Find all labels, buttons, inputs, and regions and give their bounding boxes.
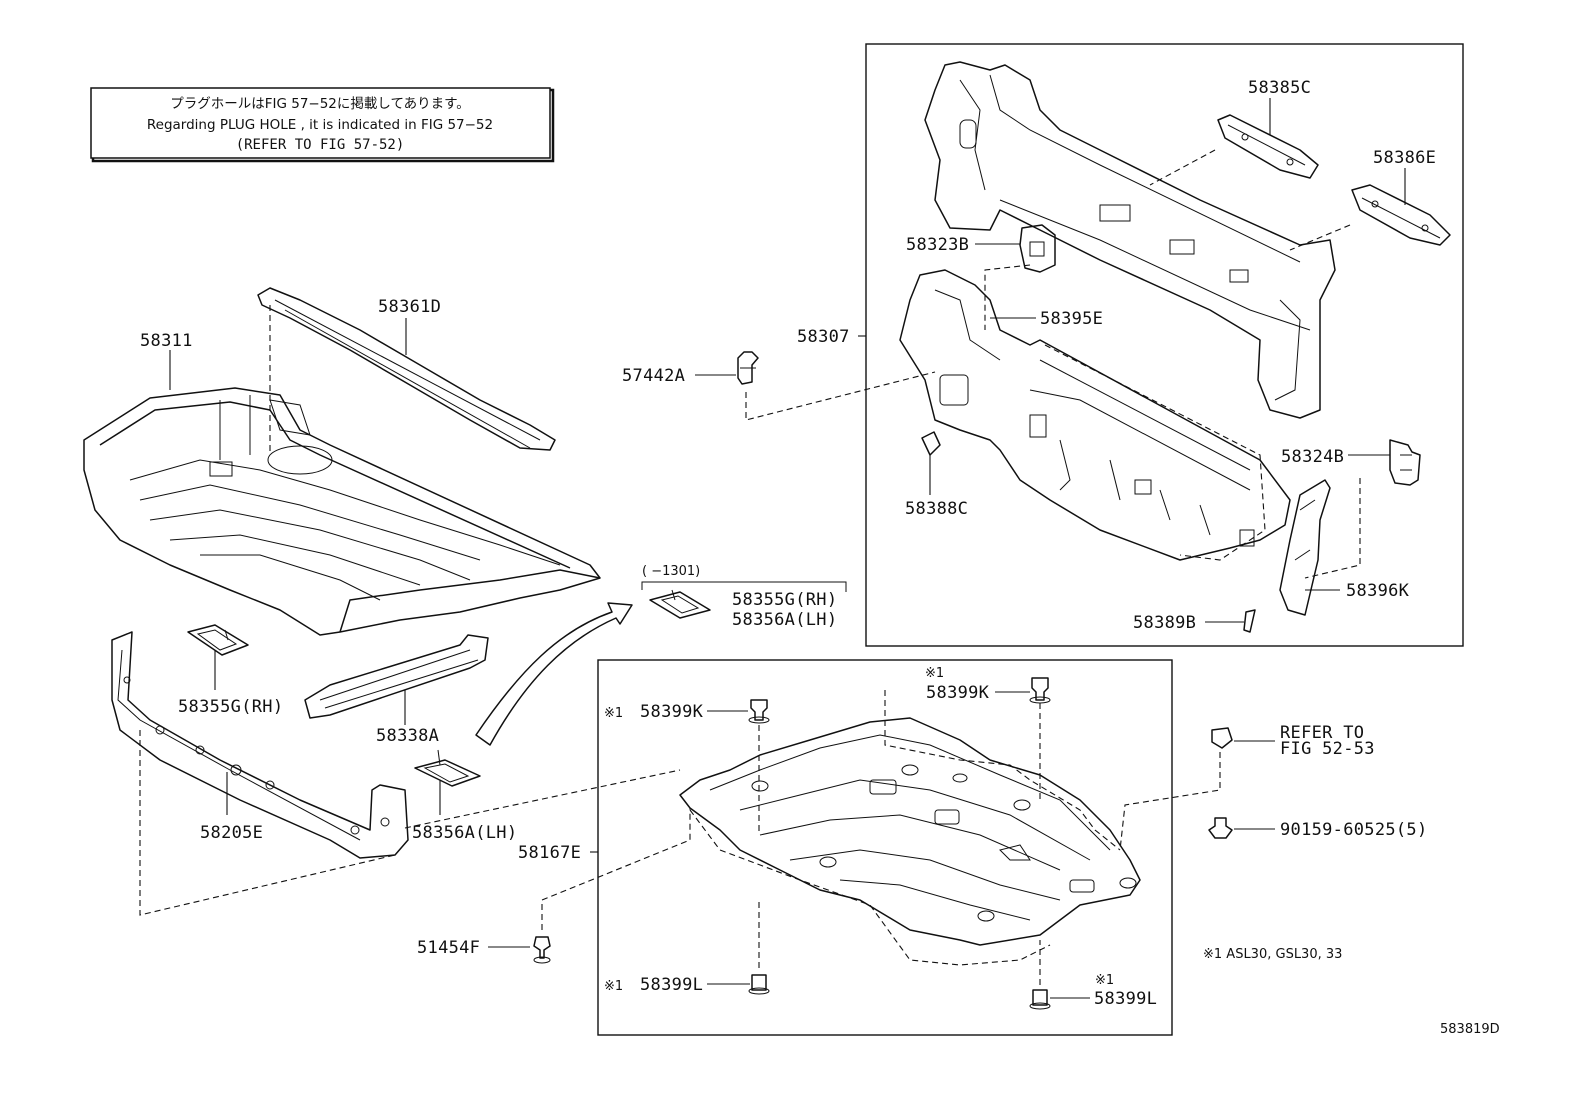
label-58167E: 58167E [518,843,581,863]
label-58307: 58307 [797,327,850,347]
label-58205E: 58205E [200,823,263,843]
plug-right-bracket [641,581,847,592]
clip-refer [1211,727,1233,749]
clip-51454F [533,936,551,964]
bolt-58399K-right [1029,677,1051,704]
floor-pan-part [83,387,601,636]
screw-90159 [1208,817,1233,839]
clip-51454F-guide [541,808,691,930]
label-range-note: ( −1301) [642,564,700,579]
label-58338A: 58338A [376,726,439,746]
refer-clip-guide [1119,752,1221,851]
bracket-58386E-part [1351,184,1451,246]
footnote: ※1 ASL30, GSL30, 33 [1203,947,1342,962]
part-58396K-guide [1304,478,1361,579]
figure-id: 583819D [1440,1022,1500,1037]
side-rail-part [111,631,409,859]
bolt-58399K-left [748,699,770,724]
bolt-58399L-right [1029,989,1051,1010]
label-58396K: 58396K [1346,581,1410,601]
label-58399K-left: 58399K [640,702,704,722]
label-58395E: 58395E [1040,309,1103,329]
label-58323B: 58323B [906,235,969,255]
label-58389B: 58389B [1133,613,1196,633]
label-51454F: 51454F [417,938,480,958]
under-cover-part [679,717,1141,946]
bracket-58386E-guide [1289,224,1351,251]
mark-58399K-right: ※1 [925,666,944,681]
plug-right-part [649,589,711,619]
label-58324B: 58324B [1281,447,1344,467]
bracket-58385C-guide [1149,149,1216,186]
label-58399L-left: 58399L [640,975,703,995]
mark-58399L-left: ※1 [604,979,623,994]
bracket-58385C-part [1217,114,1319,179]
part-58389B [1243,609,1256,633]
side-rail-guide [139,730,396,916]
note-line-english: Regarding PLUG HOLE , it is indicated in… [147,117,493,133]
rear-panel-lower-guide [1044,344,1266,561]
rear-panel-upper-part [924,61,1336,419]
direction-arrow [475,602,633,746]
rear-panel-lower-part [899,269,1291,561]
label-58355G-right: 58355G(RH) [732,590,837,610]
crossmember-part [257,287,556,451]
plug-lh-left-part [414,749,481,787]
rear-panel-group-box [865,43,1464,647]
label-58399L-right: 58399L [1094,989,1157,1009]
part-58323B [1019,224,1056,273]
label-57442A: 57442A [622,366,685,386]
label-refer-to: REFER TO [1280,723,1364,743]
label-58311: 58311 [140,331,193,351]
label-58388C: 58388C [905,499,968,519]
label-58356A-left: 58356A(LH) [412,823,517,843]
part-58324B [1389,439,1421,486]
part-58396K [1279,479,1331,616]
note-line-japanese: プラグホールはFIG 57−52に掲載してあります。 [170,96,470,112]
under-cover-group-box [597,659,1173,1036]
part-58323B-guide [984,264,1031,330]
bolt-58399L-left [748,974,770,995]
label-58386E: 58386E [1373,148,1436,168]
label-58385C: 58385C [1248,78,1311,98]
part-58388C [921,431,941,456]
bracket-part [304,634,489,719]
note-line-refer: (REFER TO FIG 57-52) [236,137,405,153]
mark-58399K-left: ※1 [604,706,623,721]
label-58356A-right: 58356A(LH) [732,610,837,630]
mark-58399L-right: ※1 [1095,973,1114,988]
plug-rh-left-part [187,624,249,656]
clip-57442A-guide [745,371,936,421]
under-cover-outline-guide-2 [884,690,1121,851]
clip-57442A [737,351,759,385]
label-58361D: 58361D [378,297,441,317]
label-58399K-right: 58399K [926,683,990,703]
label-90159: 90159-60525(5) [1280,820,1428,840]
note-box: プラグホールはFIG 57−52に掲載してあります。 Regarding PLU… [90,87,555,163]
label-58355G-left: 58355G(RH) [178,697,283,717]
under-cover-outline-guide [689,809,1051,966]
under-cover-link-left [404,769,681,829]
label-refer-fig: FIG 52-53 [1280,739,1375,759]
